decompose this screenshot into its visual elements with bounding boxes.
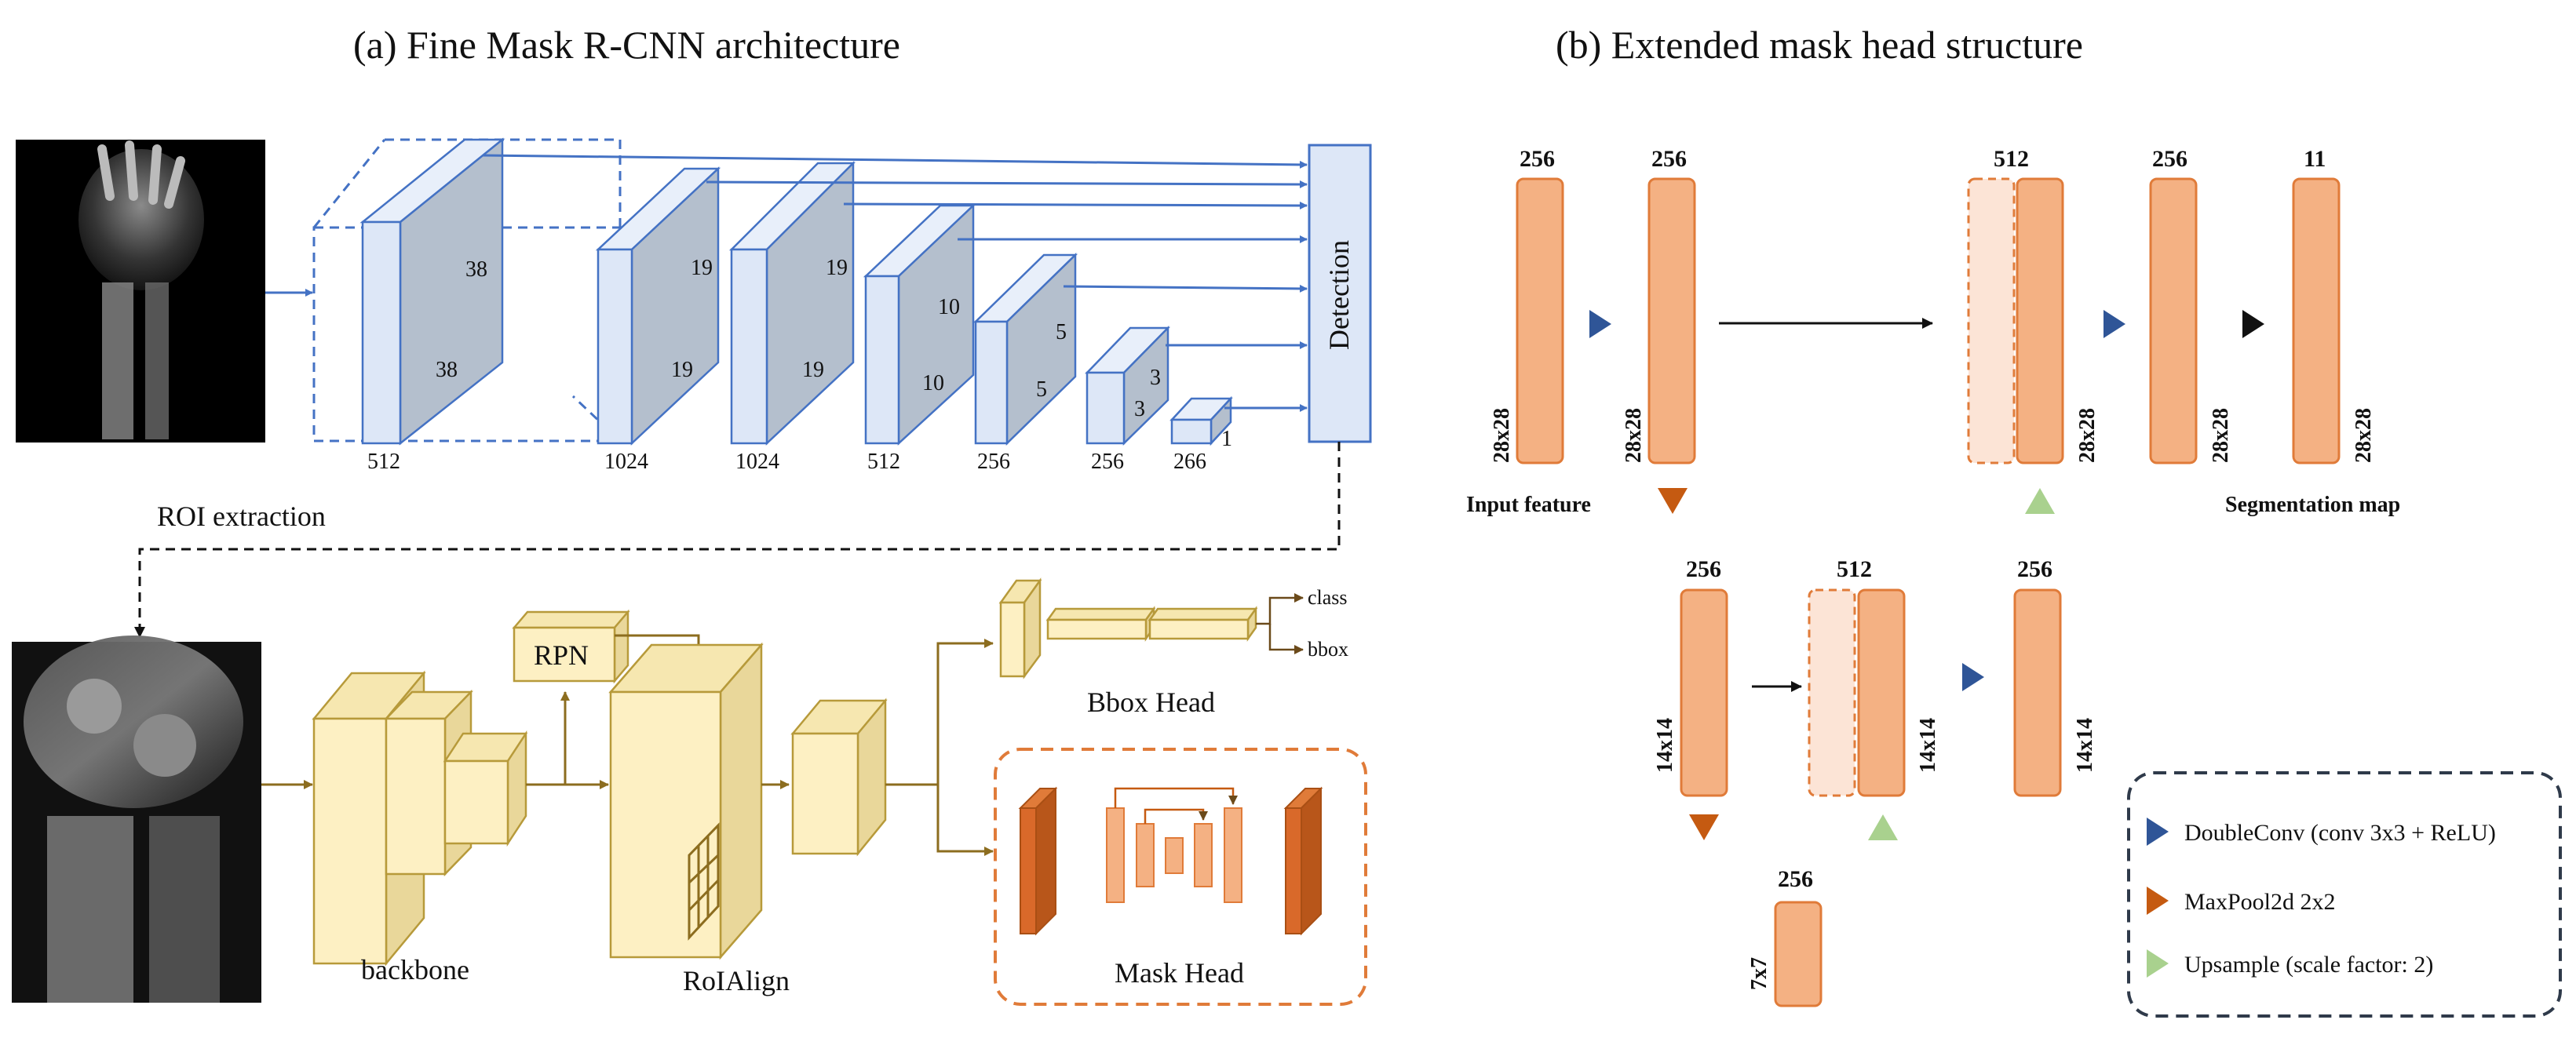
tb3-size: 28x28	[2075, 408, 2100, 463]
block-6-h: 3	[1150, 366, 1161, 390]
part-b-mid-row: 256 14x14 512 14x14 256 14x14	[1653, 556, 2097, 840]
doubleconv-icon	[2103, 310, 2125, 338]
block-4-w: 10	[922, 371, 944, 395]
rpn-label: RPN	[534, 639, 589, 671]
block-3-w: 19	[802, 358, 824, 382]
detection-arrows	[482, 154, 1308, 412]
mb1-channels: 256	[1686, 556, 1721, 582]
xray-wrist-image	[12, 636, 261, 1003]
bb-size: 7x7	[1747, 957, 1771, 990]
upsample-icon	[2025, 488, 2055, 514]
block-1-h: 38	[465, 257, 487, 282]
block-5-channels: 256	[977, 450, 1010, 474]
mask-head: Mask Head	[994, 748, 1367, 1006]
feature-block-3: 19 19 1024	[728, 160, 856, 474]
maxpool-icon	[2147, 887, 2169, 915]
mb1-size: 14x14	[1653, 718, 1677, 773]
feature-block-4: 10 10 512	[863, 203, 976, 474]
feature-block-6: 3 3 256	[1085, 325, 1170, 474]
block-5-w: 5	[1036, 377, 1047, 402]
bb-channels: 256	[1778, 866, 1813, 892]
block-2-h: 19	[691, 256, 713, 280]
legend-maxpool: MaxPool2d 2x2	[2184, 889, 2336, 915]
tb5-size: 28x28	[2352, 408, 2376, 463]
block-2-w: 19	[671, 358, 693, 382]
mb2-size: 14x14	[1916, 718, 1940, 773]
tb5-channels: 11	[2304, 146, 2326, 172]
upsample-icon	[1868, 814, 1898, 840]
feature-block-1: 38 38 512	[359, 137, 505, 474]
block-6-channels: 256	[1091, 450, 1124, 474]
backbone-label: backbone	[361, 954, 469, 985]
mb2-channels: 512	[1837, 556, 1872, 582]
block-1-channels: 512	[367, 450, 400, 474]
mask-head-label: Mask Head	[1115, 957, 1244, 989]
detection-label: Detection	[1323, 240, 1355, 350]
block-5-h: 5	[1056, 320, 1067, 344]
detection-box: Detection	[1308, 144, 1372, 443]
tb4-channels: 256	[2152, 146, 2187, 172]
part-b-top-operators	[1589, 310, 2264, 514]
tb1-channels: 256	[1520, 146, 1555, 172]
doubleconv-icon	[2147, 818, 2169, 846]
doubleconv-icon	[1589, 310, 1611, 338]
block-6-w: 3	[1134, 397, 1145, 421]
part-b-bottom: 256 7x7	[1747, 866, 1823, 1007]
part-b-top-row: 256 28x28 256 28x28 512 28x28 256 28x28 …	[1466, 146, 2400, 517]
bbox-head: Bbox Head	[998, 577, 1258, 718]
block-4-channels: 512	[867, 450, 900, 474]
upsample-icon	[2147, 949, 2169, 978]
block-3-h: 19	[826, 256, 848, 280]
tb1-size: 28x28	[1490, 408, 1514, 463]
block-4-h: 10	[938, 295, 960, 319]
roi-feature-block	[790, 697, 888, 857]
block-7-w: 1	[1221, 427, 1232, 451]
rpn-block: RPN	[512, 609, 630, 684]
block-3-channels: 1024	[735, 450, 779, 474]
roi-extraction-label: ROI extraction	[157, 501, 326, 532]
feature-block-7: 1 266	[1169, 395, 1233, 474]
roialign-label: RoIAlign	[683, 965, 790, 996]
maxpool-icon	[1658, 488, 1688, 514]
doubleconv-icon	[1962, 663, 1984, 691]
block-2-channels: 1024	[604, 450, 648, 474]
feature-block-2: 19 19 1024	[595, 166, 721, 474]
xray-hand-image	[16, 140, 265, 443]
bbox-head-label: Bbox Head	[1087, 687, 1215, 718]
tb4-size: 28x28	[2209, 408, 2233, 463]
mb3-channels: 256	[2017, 556, 2052, 582]
title-left: (a) Fine Mask R-CNN architecture	[353, 23, 900, 67]
legend-upsample: Upsample (scale factor: 2)	[2184, 952, 2433, 978]
roialign-block: RoIAlign	[608, 642, 790, 996]
class-output-label: class	[1308, 586, 1348, 609]
feature-to-bbox-arrow	[885, 639, 994, 786]
bbox-outputs: class bbox	[1256, 586, 1348, 661]
roi-extraction-path: ROI extraction	[134, 442, 1341, 638]
final-arrow-icon	[2242, 310, 2264, 338]
block-7-channels: 266	[1173, 450, 1206, 474]
legend: DoubleConv (conv 3x3 + ReLU) MaxPool2d 2…	[2127, 771, 2562, 1018]
tb2-size: 28x28	[1622, 408, 1646, 463]
tb3-channels: 512	[1994, 146, 2029, 172]
segmentation-map-label: Segmentation map	[2225, 493, 2400, 517]
title-right: (b) Extended mask head structure	[1556, 23, 2083, 67]
backbone-block: backbone	[312, 670, 528, 985]
roialign-grid	[688, 822, 720, 941]
block-1-w: 38	[436, 358, 458, 382]
tb2-channels: 256	[1651, 146, 1687, 172]
bbox-output-label: bbox	[1308, 638, 1348, 661]
input-feature-label: Input feature	[1466, 493, 1591, 517]
maxpool-icon	[1689, 814, 1719, 840]
feature-block-5: 5 5 256	[972, 253, 1078, 474]
legend-doubleconv: DoubleConv (conv 3x3 + ReLU)	[2184, 820, 2496, 846]
mb3-size: 14x14	[2073, 718, 2097, 773]
feature-to-mask-arrow	[936, 785, 994, 856]
